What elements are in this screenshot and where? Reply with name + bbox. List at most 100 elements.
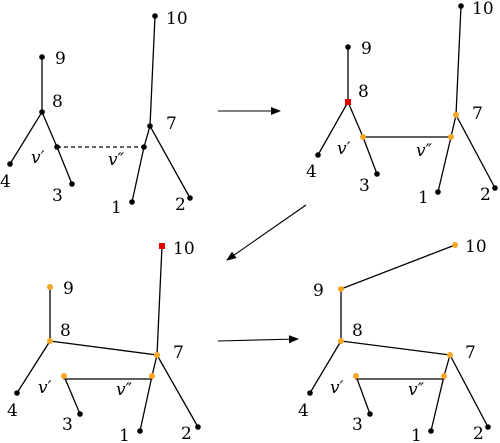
edge-vp-vpp — [63, 375, 153, 380]
node-label-vpp: v″ — [108, 150, 125, 170]
node-8 — [345, 99, 351, 105]
node-label-8: 8 — [358, 82, 369, 102]
edge-10-7 — [156, 245, 163, 356]
step-arrows — [217, 107, 307, 344]
edge-8-4 — [16, 340, 51, 394]
node-8 — [39, 109, 45, 115]
node-2 — [485, 424, 491, 430]
node-label-4: 4 — [7, 401, 18, 421]
node-2 — [195, 424, 201, 430]
node-vp — [54, 144, 60, 150]
node-label-vp: v′ — [38, 378, 52, 398]
node-label-1: 1 — [111, 198, 122, 218]
node-10 — [452, 242, 458, 248]
node-9 — [338, 286, 344, 292]
edge-vp-3 — [362, 136, 378, 175]
node-9 — [39, 54, 45, 60]
node-label-7: 7 — [166, 114, 177, 134]
edge-8-vp — [347, 101, 364, 138]
node-2 — [187, 195, 193, 201]
edge-8-4 — [9, 111, 43, 165]
node-label-9: 9 — [313, 281, 324, 301]
node-vpp — [141, 144, 147, 150]
edge-7-vpp — [151, 354, 158, 377]
edge-vpp-1 — [131, 146, 145, 203]
edge-7-vpp — [143, 125, 151, 148]
node-10 — [152, 13, 158, 19]
node-label-3: 3 — [52, 186, 63, 206]
edge-7-vpp — [443, 354, 451, 377]
node-label-4: 4 — [0, 172, 11, 192]
edge-vp-3 — [355, 375, 371, 415]
edge-vpp-1 — [437, 136, 452, 193]
node-vpp — [149, 373, 155, 379]
node-label-vp: v′ — [31, 148, 45, 168]
node-label-7: 7 — [472, 104, 483, 124]
edge-8-7 — [340, 340, 451, 356]
node-label-vpp: v″ — [408, 380, 425, 400]
node-vp — [61, 373, 67, 379]
node-label-vpp: v″ — [116, 380, 133, 400]
edge-vpp-1 — [139, 375, 153, 432]
node-9 — [345, 44, 351, 50]
node-label-1: 1 — [119, 426, 130, 443]
node-1 — [428, 428, 434, 434]
node-label-8: 8 — [352, 321, 363, 341]
node-label-1: 1 — [411, 426, 422, 443]
node-label-9: 9 — [361, 39, 372, 59]
node-vpp — [448, 134, 454, 140]
edge-8-4 — [309, 340, 342, 394]
node-label-10: 10 — [166, 9, 188, 29]
node-label-7: 7 — [465, 343, 476, 363]
node-label-3: 3 — [352, 415, 363, 435]
node-7 — [154, 352, 160, 358]
node-1 — [137, 428, 143, 434]
node-4 — [14, 390, 20, 396]
node-label-3: 3 — [62, 415, 73, 435]
node-vpp — [441, 373, 447, 379]
edge-vp-3 — [56, 146, 73, 185]
node-7 — [447, 352, 453, 358]
edge-vp-vpp — [355, 375, 445, 380]
node-4 — [307, 390, 313, 396]
node-7 — [453, 112, 459, 118]
node-7 — [147, 123, 153, 129]
edge-7-2 — [149, 125, 191, 199]
node-label-4: 4 — [298, 401, 309, 421]
node-label-7: 7 — [173, 343, 184, 363]
node-3 — [69, 181, 75, 187]
edge-vp-3 — [63, 375, 81, 415]
node-label-8: 8 — [52, 92, 63, 112]
node-label-vpp: v″ — [416, 141, 433, 161]
node-2 — [492, 185, 498, 191]
node-10 — [159, 243, 165, 249]
node-1 — [435, 189, 441, 195]
edge-10-7 — [149, 15, 156, 127]
node-9 — [47, 284, 53, 290]
node-4 — [315, 152, 321, 158]
node-label-2: 2 — [473, 424, 484, 443]
node-label-10: 10 — [472, 0, 494, 19]
edge-8-4 — [317, 101, 349, 156]
node-label-2: 2 — [175, 195, 186, 215]
node-label-1: 1 — [418, 188, 429, 208]
step-arrow-step2-to-step3 — [226, 204, 307, 261]
node-3 — [374, 171, 380, 177]
node-label-3: 3 — [359, 176, 370, 196]
edge-7-2 — [455, 114, 496, 189]
node-label-9: 9 — [63, 279, 74, 299]
node-label-vp: v′ — [330, 378, 344, 398]
edge-7-2 — [156, 354, 199, 428]
step-arrow-step3-to-step4 — [217, 335, 299, 344]
edge-10-7 — [455, 5, 462, 116]
edge-10-9 — [340, 244, 456, 290]
node-8 — [47, 338, 53, 344]
node-label-2: 2 — [181, 424, 192, 443]
node-label-2: 2 — [480, 185, 491, 205]
